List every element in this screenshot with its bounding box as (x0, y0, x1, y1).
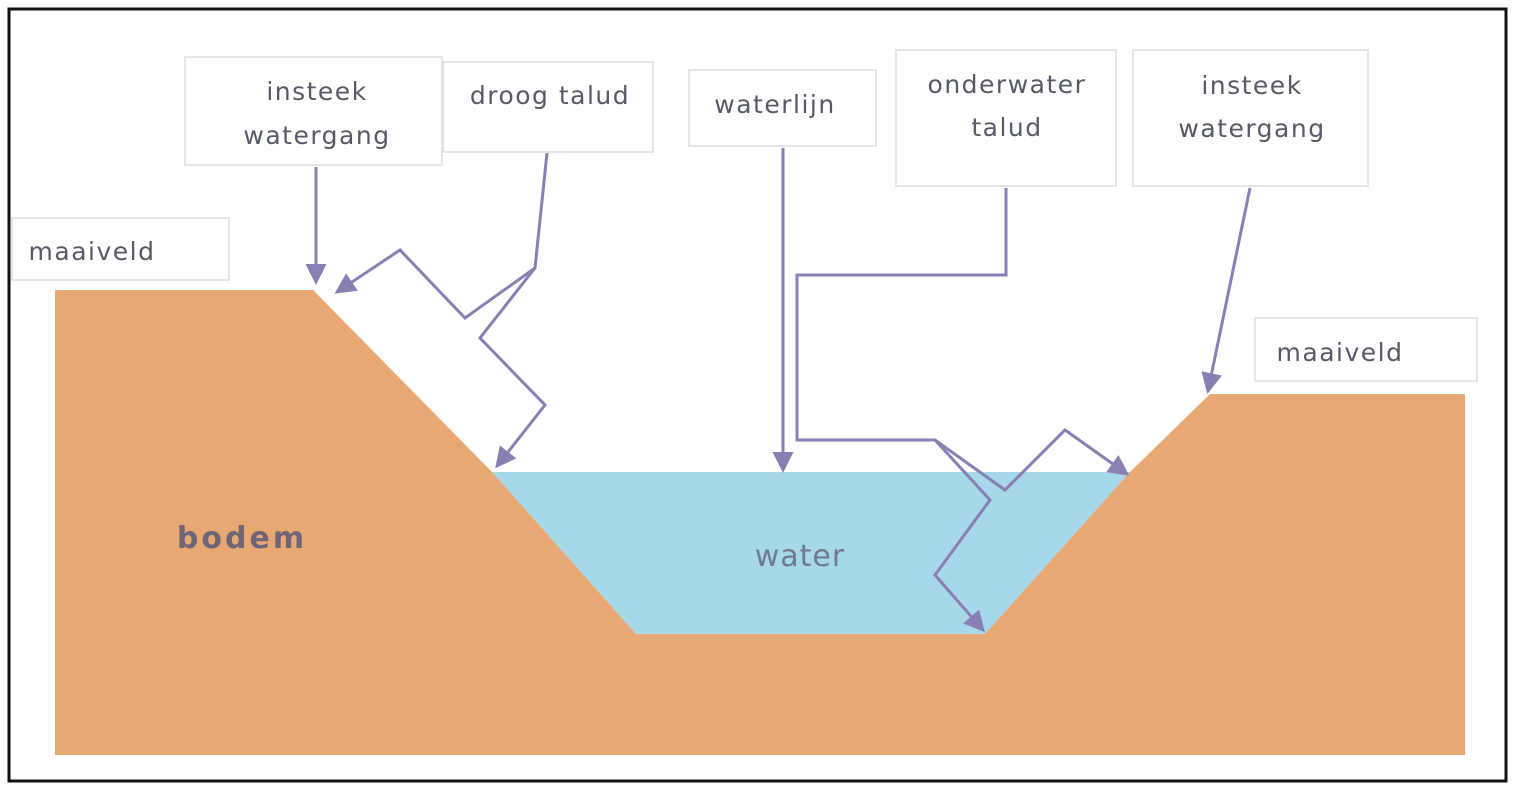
insteek-watergang-left-label-line1: insteek (266, 77, 367, 106)
insteek-watergang-right-arrow (1201, 187, 1252, 394)
onderwater-talud-box (895, 49, 1117, 187)
insteek-watergang-right-box (1132, 49, 1369, 187)
insteek-watergang-right-label-line2: watergang (1178, 114, 1325, 143)
onderwater-talud-label-line2: talud (971, 113, 1042, 142)
droog-talud-arrow-bottom (478, 267, 547, 469)
droog-talud-arrow-top (334, 152, 549, 320)
waterlijn-box (688, 69, 877, 147)
insteek-watergang-left-label-line2: watergang (243, 121, 390, 150)
bodem-label: bodem (177, 521, 307, 556)
onderwater-talud-label-line1: onderwater (928, 70, 1087, 99)
waterlijn-label: waterlijn (714, 90, 835, 119)
soil-profile (55, 290, 1465, 755)
insteek-watergang-right-label-line1: insteek (1201, 71, 1302, 100)
droog-talud-label: droog talud (470, 81, 630, 110)
water-body (492, 472, 1130, 634)
maaiveld-right-box (1254, 317, 1478, 382)
droog-talud-box (442, 61, 654, 153)
maaiveld-right-label: maaiveld (1277, 338, 1404, 367)
water-label: water (755, 539, 845, 574)
maaiveld-left-box (11, 217, 230, 281)
maaiveld-left-label: maaiveld (29, 237, 156, 266)
insteek-watergang-left-box (184, 56, 443, 166)
onderwater-talud-arrow-right (795, 188, 1130, 492)
onderwater-talud-arrow-bottom (933, 438, 992, 633)
